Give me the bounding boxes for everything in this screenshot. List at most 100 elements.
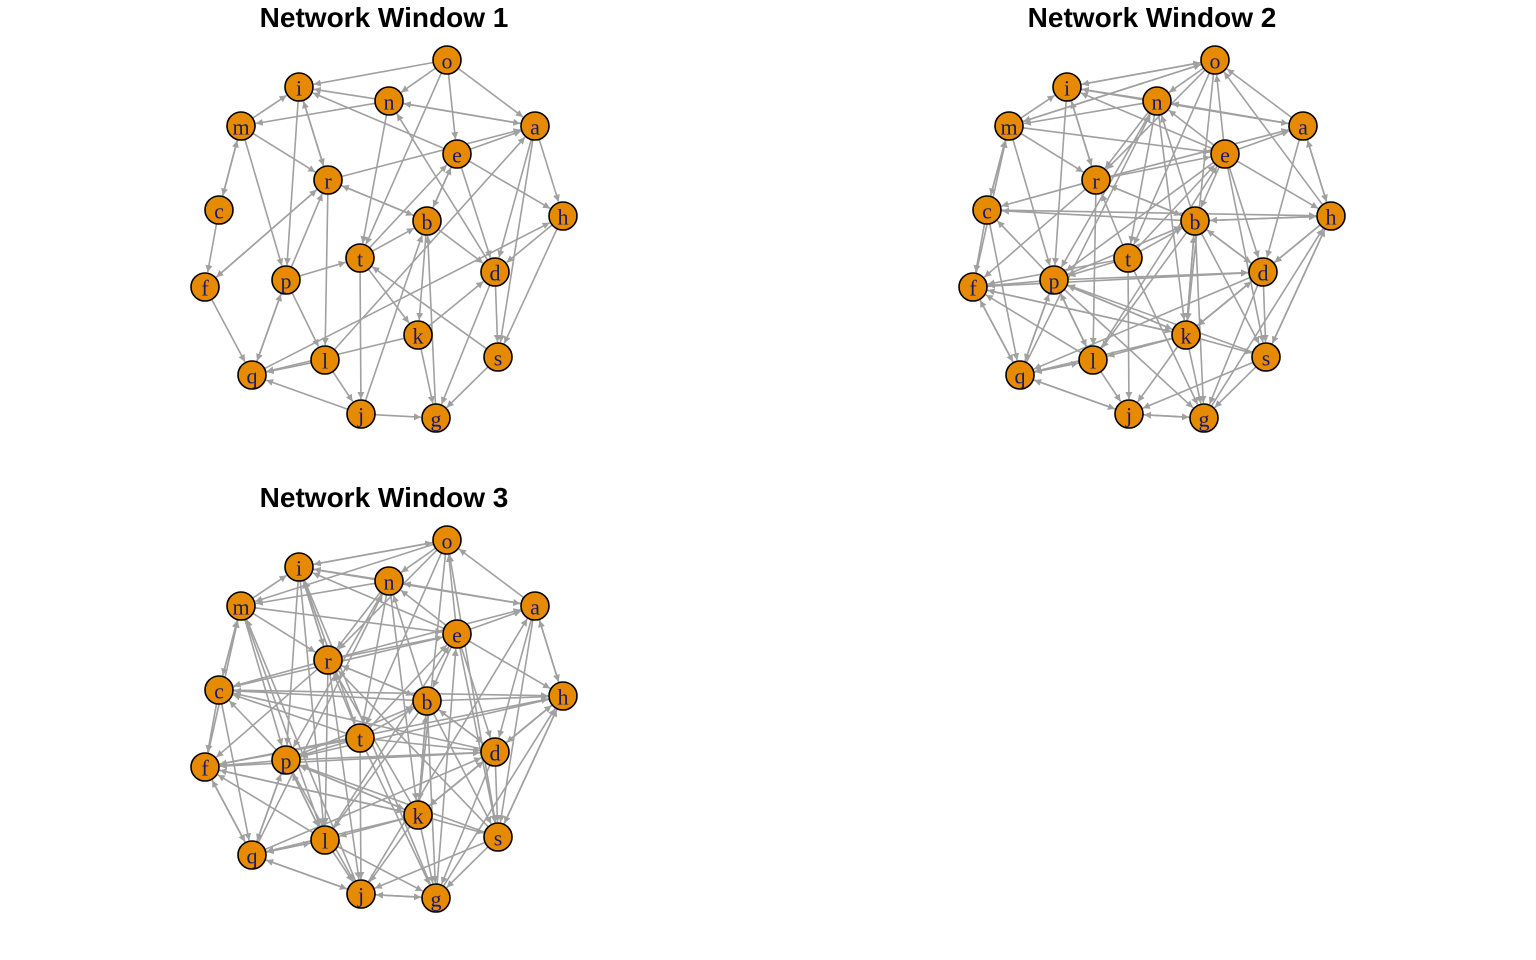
edge-a-to-n: [403, 101, 522, 125]
edge-t-to-e: [368, 164, 448, 249]
edge-o-to-n: [1168, 67, 1205, 93]
node-d: d: [480, 737, 510, 767]
node-b: b: [412, 686, 442, 716]
edge-g-to-e: [436, 648, 459, 885]
node-g: g: [421, 403, 451, 433]
edge-r-to-a: [341, 128, 521, 178]
node-h: h: [1316, 201, 1346, 231]
edge-e-to-s: [1227, 167, 1266, 343]
edge-i-to-o: [1080, 60, 1201, 86]
edge-r-to-a: [1109, 128, 1289, 178]
edge-d-to-c: [233, 691, 482, 750]
edge-f-to-k: [986, 289, 1172, 334]
node-circle: [226, 591, 256, 621]
node-circle: [1251, 342, 1281, 372]
node-n: n: [1142, 86, 1172, 116]
edge-d-to-s: [493, 285, 501, 343]
edge-i-to-r: [302, 580, 325, 646]
node-circle: [345, 723, 375, 753]
node-label: b: [422, 690, 433, 715]
edge-m-to-r: [1020, 132, 1084, 173]
node-circle: [520, 111, 550, 141]
edge-i-to-a: [1080, 88, 1289, 126]
node-label: d: [490, 741, 501, 766]
node-label: p: [1049, 269, 1060, 294]
edge-l-to-e: [331, 646, 450, 829]
edge-o-to-e: [447, 73, 459, 140]
node-circle: [1114, 399, 1144, 429]
node-e: e: [442, 139, 472, 169]
edge-p-to-g: [1063, 288, 1194, 409]
node-a: a: [1288, 111, 1318, 141]
edge-n-to-i: [313, 86, 376, 100]
node-s: s: [483, 822, 513, 852]
node-label: j: [357, 883, 364, 908]
edge-r-to-b: [340, 664, 414, 697]
edge-e-to-a: [469, 130, 522, 151]
edge-m-to-r: [252, 612, 316, 653]
edge-e-to-a: [1237, 130, 1290, 151]
node-circle: [345, 243, 375, 273]
edge-s-to-t: [371, 266, 488, 350]
edge-p-to-q: [1024, 292, 1051, 362]
node-circle: [1005, 360, 1035, 390]
node-e: e: [442, 619, 472, 649]
node-q: q: [237, 360, 267, 390]
edge-a-to-o: [1226, 68, 1293, 119]
edge-r-to-j: [329, 673, 362, 880]
node-circle: [1142, 86, 1172, 116]
node-circle: [483, 342, 513, 372]
edge-b-to-n: [392, 595, 424, 688]
edges-group: [205, 61, 560, 421]
edge-s-to-p: [299, 764, 486, 833]
node-label: m: [232, 595, 249, 620]
edge-q-to-l: [1033, 360, 1079, 373]
edge-p-to-f: [219, 760, 273, 769]
node-circle: [483, 822, 513, 852]
edge-a-to-d: [497, 619, 533, 738]
node-a: a: [520, 591, 550, 621]
edge-n-to-t: [1128, 114, 1156, 244]
node-circle: [432, 525, 462, 555]
node-a: a: [520, 111, 550, 141]
node-label: d: [490, 261, 501, 286]
edge-q-to-j: [1032, 378, 1116, 410]
node-label: t: [357, 727, 363, 752]
node-label: l: [322, 829, 328, 854]
node-s: s: [483, 342, 513, 372]
edge-l-to-e: [1099, 166, 1218, 349]
edge-p-to-t: [299, 260, 346, 277]
edge-m-to-e: [1022, 127, 1211, 155]
edge-e-to-p: [1065, 161, 1215, 272]
node-label: g: [431, 407, 442, 432]
node-circle: [520, 591, 550, 621]
edge-r-to-l: [321, 193, 329, 346]
node-label: r: [324, 169, 332, 194]
edge-o-to-r: [338, 549, 438, 650]
edge-b-to-h: [440, 693, 549, 702]
edge-k-to-g: [420, 348, 435, 404]
edge-m-to-e: [254, 607, 443, 635]
node-circle: [1200, 45, 1230, 75]
edge-l-to-f: [985, 294, 1082, 354]
edge-o-to-r: [1106, 69, 1206, 170]
node-label: p: [281, 269, 292, 294]
edge-f-to-k: [218, 769, 404, 814]
edge-t-to-r: [1100, 193, 1124, 246]
node-label: q: [247, 844, 258, 869]
edge-q-to-j: [264, 858, 348, 890]
edge-e-to-o: [445, 554, 457, 621]
edge-p-to-l: [291, 772, 320, 827]
node-circle: [421, 403, 451, 433]
edge-n-to-t: [360, 114, 388, 244]
edge-t-to-p: [1068, 261, 1115, 278]
edge-e-to-h: [468, 640, 551, 690]
edge-s-to-r: [337, 670, 489, 828]
node-label: c: [214, 679, 224, 704]
edge-n-to-m: [255, 102, 376, 126]
edge-c-to-h: [232, 689, 549, 700]
edge-e-to-a: [469, 610, 522, 631]
edge-q-to-h: [264, 222, 550, 370]
edge-m-to-c: [221, 619, 239, 676]
node-circle: [310, 345, 340, 375]
